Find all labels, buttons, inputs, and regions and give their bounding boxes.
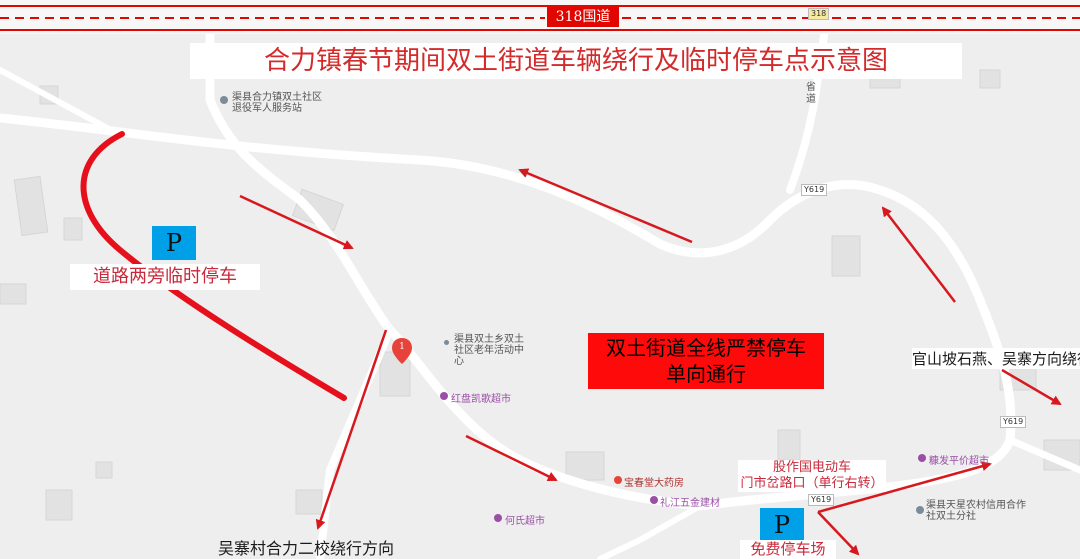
poi-he-supermarket[interactable]: 何氏超市	[505, 516, 545, 527]
south-detour-label: 吴寨村合力二校绕行方向	[218, 539, 395, 558]
parking-icon: P	[760, 508, 804, 542]
poi-discount-market[interactable]: 糠发平价超市	[929, 456, 989, 467]
arrow-4	[1001, 368, 1062, 406]
arrow-2	[518, 168, 693, 244]
poi-icon	[444, 340, 449, 345]
free-parking-label: 免费停车场	[740, 540, 836, 559]
junction-label-line-2: 门市岔路口（单行右转）	[740, 476, 884, 491]
poi-elderly-center[interactable]: 渠县双土乡双土社区老年活动中心	[454, 334, 524, 367]
highway-shield: 318	[808, 8, 830, 20]
junction-label-line-1: 股作国电动车	[772, 460, 851, 475]
arrow-8	[817, 511, 860, 556]
warning-line-1: 双土街道全线严禁停车	[606, 336, 806, 360]
temporary-parking-label: 道路两旁临时停车	[70, 264, 260, 290]
page-title: 合力镇春节期间双土街道车辆绕行及临时停车点示意图	[263, 46, 888, 76]
poi-icon	[918, 454, 926, 462]
road-tag-y619: Y619	[808, 494, 835, 506]
arrow-6	[465, 434, 558, 482]
poi-icon	[916, 506, 924, 514]
poi-supermarket[interactable]: 红盘凯歌超市	[451, 394, 511, 405]
poi-credit-union[interactable]: 渠县天星农村信用合作社双土分社	[926, 500, 1026, 522]
junction-label: 股作国电动车 门市岔路口（单行右转）	[738, 460, 886, 492]
arrow-7	[817, 461, 992, 514]
poi-icon	[440, 392, 448, 400]
provincial-road-label: 省道	[806, 82, 816, 105]
arrow-1	[239, 194, 354, 250]
detour-arrows	[239, 168, 1062, 556]
road-tag-y619: Y619	[1000, 416, 1027, 428]
arrow-3	[881, 206, 956, 303]
poi-icon	[650, 496, 658, 504]
parking-icon: P	[152, 226, 196, 260]
no-parking-warning: 双土街道全线严禁停车 单向通行	[588, 333, 824, 389]
poi-icon	[494, 514, 502, 522]
poi-hardware[interactable]: 礼江五金建材	[660, 498, 720, 509]
east-detour-label: 官山坡石燕、吴寨方向绕行	[912, 348, 1080, 369]
warning-line-2: 单向通行	[666, 362, 746, 386]
highway-318-label: 318国道	[547, 7, 619, 27]
poi-icon	[614, 476, 622, 484]
marker-label: 1	[399, 342, 405, 352]
marker-pin-icon[interactable]	[392, 338, 412, 364]
title-background	[190, 43, 962, 79]
poi-pharmacy[interactable]: 宝春堂大药房	[624, 478, 684, 489]
poi-icon	[220, 96, 228, 104]
poi-veteran-station[interactable]: 渠县合力镇双土社区退役军人服务站	[232, 92, 322, 114]
temporary-parking-route	[80, 131, 347, 401]
road-tag-y619: Y619	[801, 184, 828, 196]
arrow-5	[315, 329, 388, 530]
